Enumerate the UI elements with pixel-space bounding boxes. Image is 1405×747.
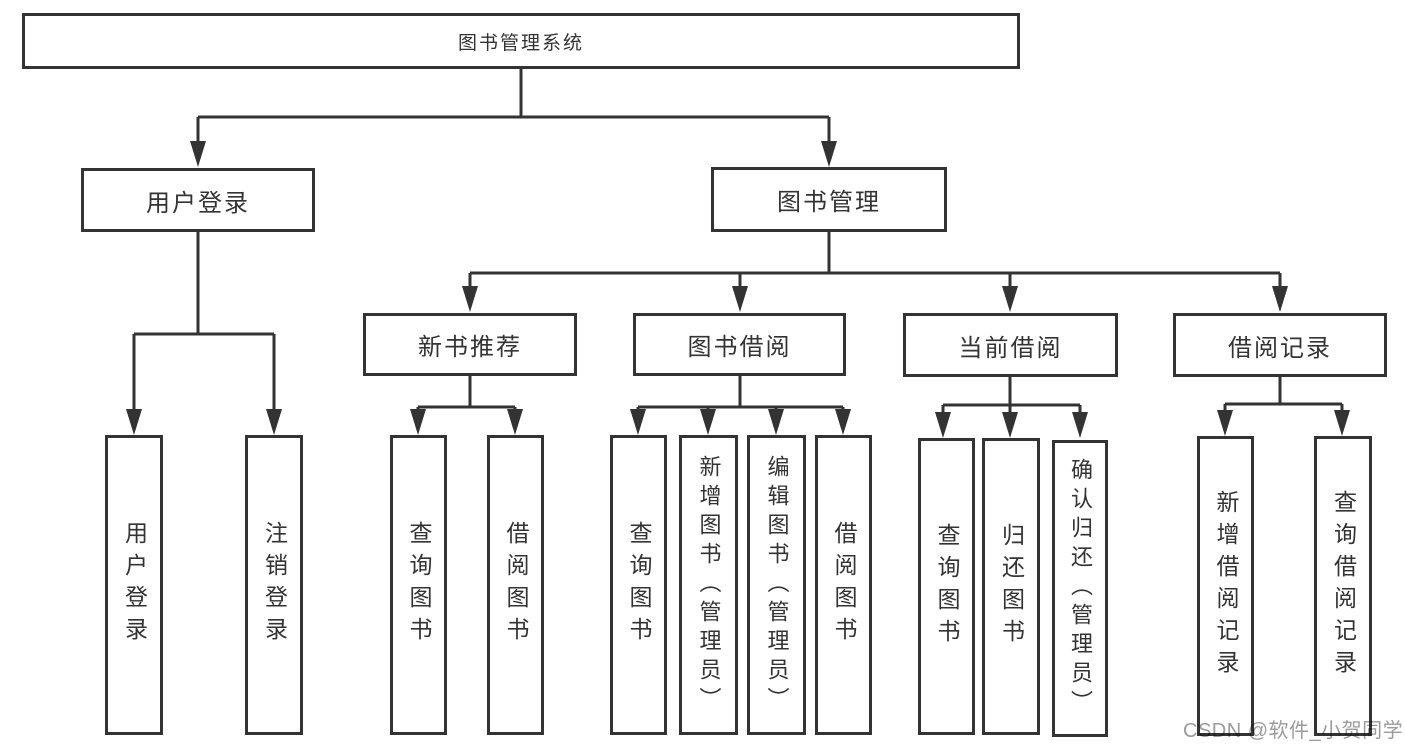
leaf-current-confirm-return-admin: 确认归还（管理员）: [1052, 440, 1108, 737]
node-book-borrowing: 图书借阅: [633, 313, 846, 376]
leaf-label: 归还图书: [998, 522, 1025, 651]
node-borrowing-records: 借阅记录: [1173, 313, 1387, 377]
leaf-borrowing-borrow-book: 借阅图书: [815, 435, 872, 735]
leaf-borrowing-edit-book-admin: 编辑图书（管理员）: [747, 435, 806, 735]
node-user-login: 用户登录: [81, 168, 315, 232]
leaf-label: 编辑图书（管理员）: [764, 454, 790, 716]
node-label: 借阅记录: [1228, 334, 1332, 362]
leaf-label: 新增借阅记录: [1213, 490, 1239, 682]
leaf-newbook-query-book: 查询图书: [390, 435, 447, 735]
node-label: 图书借阅: [687, 334, 792, 361]
leaf-label: 查询借阅记录: [1330, 490, 1357, 682]
node-label: 新书推荐: [418, 334, 522, 361]
node-label: 图书管理: [777, 189, 881, 216]
leaf-label: 借阅图书: [503, 521, 529, 649]
leaf-label: 注销登录: [261, 521, 288, 649]
leaf-newbook-borrow-book: 借阅图书: [487, 435, 544, 735]
leaf-label: 查询图书: [406, 521, 432, 649]
leaf-logout: 注销登录: [245, 435, 303, 735]
node-new-book-recommendation: 新书推荐: [363, 313, 577, 376]
watermark: CSDN @软件_小贺同学: [1183, 720, 1404, 742]
leaf-borrowing-query-book: 查询图书: [610, 435, 667, 735]
leaf-records-query-borrow-record: 查询借阅记录: [1314, 436, 1372, 736]
node-label: 图书管理系统: [457, 32, 584, 54]
leaf-label: 查询图书: [626, 521, 652, 649]
leaf-records-add-borrow-record: 新增借阅记录: [1197, 436, 1254, 736]
node-current-borrowing: 当前借阅: [903, 313, 1118, 377]
leaf-user-login: 用户登录: [105, 435, 163, 735]
leaf-current-return-book: 归还图书: [982, 438, 1040, 735]
leaf-current-query-book: 查询图书: [918, 438, 975, 735]
leaf-label: 查询图书: [934, 522, 960, 651]
leaf-label: 确认归还（管理员）: [1068, 458, 1093, 719]
leaf-label: 新增图书（管理员）: [696, 454, 722, 716]
node-label: 当前借阅: [958, 334, 1063, 362]
leaf-label: 借阅图书: [831, 521, 857, 649]
node-label: 用户登录: [146, 189, 250, 217]
leaf-borrowing-add-book-admin: 新增图书（管理员）: [679, 435, 738, 735]
leaf-label: 用户登录: [121, 521, 148, 649]
node-book-management: 图书管理: [711, 167, 947, 232]
node-library-management-system: 图书管理系统: [22, 13, 1020, 69]
